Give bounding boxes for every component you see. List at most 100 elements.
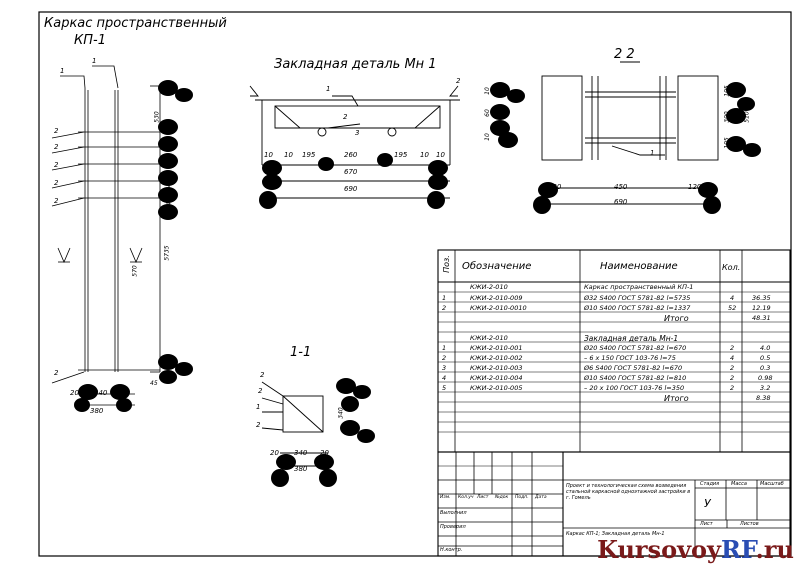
section-22-dim-side: 105 xyxy=(723,85,731,97)
frame-dim-small: 45 xyxy=(150,380,158,387)
frame-kp1-drawing xyxy=(51,65,161,406)
frame-pos-label: 2 xyxy=(54,143,59,151)
spec-total-value: 48.31 xyxy=(752,314,771,322)
title-block-grid xyxy=(437,451,791,557)
spec-header-code: Обозначение xyxy=(462,261,532,272)
section-22-dim-side: 105 xyxy=(723,137,731,149)
title-block-sheets-label: Листов xyxy=(740,521,759,527)
spec-row-qty: 52 xyxy=(728,304,737,312)
embedded-dim-mid: 670 xyxy=(344,168,358,176)
section-11-dim: 20 xyxy=(270,449,279,457)
title-block-col: Подп. xyxy=(515,495,529,500)
spec-row-qty: 2 xyxy=(730,364,735,372)
spec-total-value: 8.38 xyxy=(756,394,771,402)
spec-row-qty: 2 xyxy=(730,384,735,392)
title-block-scale-label: Масштаб xyxy=(760,481,784,487)
spec-row-name: Ø32 S400 ГОСТ 5781-82 l=5735 xyxy=(584,294,691,302)
frame-dim: 530 xyxy=(153,111,161,123)
spec-row-code: КЖИ-2-010-0010 xyxy=(470,304,527,312)
embedded-dim-top: 260 xyxy=(344,151,358,159)
frame-pos-label: 2 xyxy=(54,197,59,205)
section-11-title: 1-1 xyxy=(290,345,312,360)
spec-total-label: Итого xyxy=(664,314,689,323)
frame-pos-label: 2 xyxy=(54,179,59,187)
section-22-dim-bottom: 690 xyxy=(614,198,628,206)
spec-row-mass: 4.0 xyxy=(760,344,771,352)
embedded-dim-top: 195 xyxy=(394,151,408,159)
frame-dim-bottom: 340 xyxy=(94,389,108,397)
embedded-dim-side: 10 xyxy=(483,133,491,141)
title-block-role: Проверил xyxy=(440,524,466,530)
title-block-mass-label: Масса xyxy=(731,481,747,487)
spec-row-qty: 4 xyxy=(730,354,735,362)
spec-header-pos: Поз. xyxy=(441,255,451,273)
spec-row-pos: 2 xyxy=(442,354,447,362)
spec-row-name: Ø20 S400 ГОСТ 5781-82 l=670 xyxy=(584,344,687,352)
frame-dim-bottom: 20 xyxy=(120,389,129,397)
embedded-part-dimension-marks xyxy=(259,82,525,209)
spec-row-mass: 3.2 xyxy=(760,384,771,392)
title-block-sheet-label: Лист xyxy=(700,521,713,527)
title-block-col: Изм. xyxy=(440,495,451,500)
title-block-col: Дата xyxy=(535,495,547,500)
frame-title-line1: Каркас пространственный xyxy=(44,16,227,31)
frame-pos-label: 2 xyxy=(54,161,59,169)
frame-dim: 5735 xyxy=(163,245,171,261)
spec-row-code: КЖИ-2-010-003 xyxy=(470,364,523,372)
section-11-dim: 380 xyxy=(294,465,308,473)
title-block-role: Выполнил xyxy=(440,510,467,516)
spec-row-pos: 5 xyxy=(442,384,447,392)
spec-row-code: КЖИ-2-010-002 xyxy=(470,354,523,362)
sheet-border xyxy=(38,11,792,557)
spec-row-qty: 2 xyxy=(730,344,735,352)
title-block-col: №док xyxy=(495,495,509,500)
frame-dim: 570 xyxy=(131,265,139,277)
spec-row-pos: 3 xyxy=(442,364,447,372)
spec-row-code: КЖИ-2-010-001 xyxy=(470,344,523,352)
spec-row-mass: 12.19 xyxy=(752,304,771,312)
title-block-stage-label: Стадия xyxy=(700,481,720,487)
frame-pos-label: 1 xyxy=(60,67,65,75)
section-22-title: 2 2 xyxy=(614,47,635,62)
frame-dim: 4х97 = 388 xyxy=(165,170,173,206)
embedded-pos-label: 1 xyxy=(326,85,331,93)
watermark-accent: RF xyxy=(720,535,756,564)
section-22-drawing xyxy=(541,61,719,205)
embedded-dim-side: 10 xyxy=(483,87,491,95)
embedded-dim-bottom: 690 xyxy=(344,185,358,193)
frame-dim-bottom: 20 xyxy=(70,389,79,397)
section-11-pos-label: 2 xyxy=(258,387,263,395)
spec-row-pos: 1 xyxy=(442,344,447,352)
spec-row-name: – 6 х 150 ГОСТ 103-76 l=75 xyxy=(584,354,676,362)
spec-group-name: Каркас пространственный КП-1 xyxy=(584,283,694,291)
spec-row-name: Ø10 S400 ГОСТ 5781-82 l=810 xyxy=(584,374,687,382)
section-11-pos-label: 1 xyxy=(256,403,261,411)
frame-title-line2: КП-1 xyxy=(74,33,106,48)
section-11-pos-label: 2 xyxy=(260,371,265,379)
spec-row-name: Ø10 S400 ГОСТ 5781-82 l=1337 xyxy=(584,304,691,312)
spec-row-mass: 0.5 xyxy=(760,354,771,362)
embedded-part-drawing xyxy=(249,85,460,199)
title-block-description: Проект и технологическая схема возведени… xyxy=(566,483,691,501)
section-11-pos-label: 2 xyxy=(256,421,261,429)
section-22-dim-bottom: 450 xyxy=(614,183,628,191)
frame-dimension-marks xyxy=(74,80,193,412)
spec-row-mass: 0.3 xyxy=(760,364,771,372)
section-22-pos-label: 1 xyxy=(650,149,655,157)
embedded-pos-label: 2 xyxy=(343,113,348,121)
embedded-dim-side: 60 xyxy=(483,109,491,117)
embedded-dim-top: 10 xyxy=(284,151,293,159)
spec-row-pos: 1 xyxy=(442,294,447,302)
embedded-part-title: Закладная деталь Мн 1 xyxy=(274,57,437,72)
spec-header-qty: Кол. xyxy=(722,263,741,272)
spec-group-code: КЖИ-2-010 xyxy=(470,334,508,342)
spec-row-code: КЖИ-2-010-005 xyxy=(470,384,523,392)
section-11-dim-side: 340 xyxy=(337,407,345,419)
spec-row-name: Ø6 S400 ГОСТ 5781-82 l=670 xyxy=(584,364,683,372)
spec-row-qty: 2 xyxy=(730,374,735,382)
embedded-dim-top: 10 xyxy=(436,151,445,159)
section-22-dimension-marks xyxy=(533,82,761,214)
spec-group-name: Закладная деталь Мн-1 xyxy=(584,334,679,343)
section-11-dim: 340 xyxy=(294,449,308,457)
